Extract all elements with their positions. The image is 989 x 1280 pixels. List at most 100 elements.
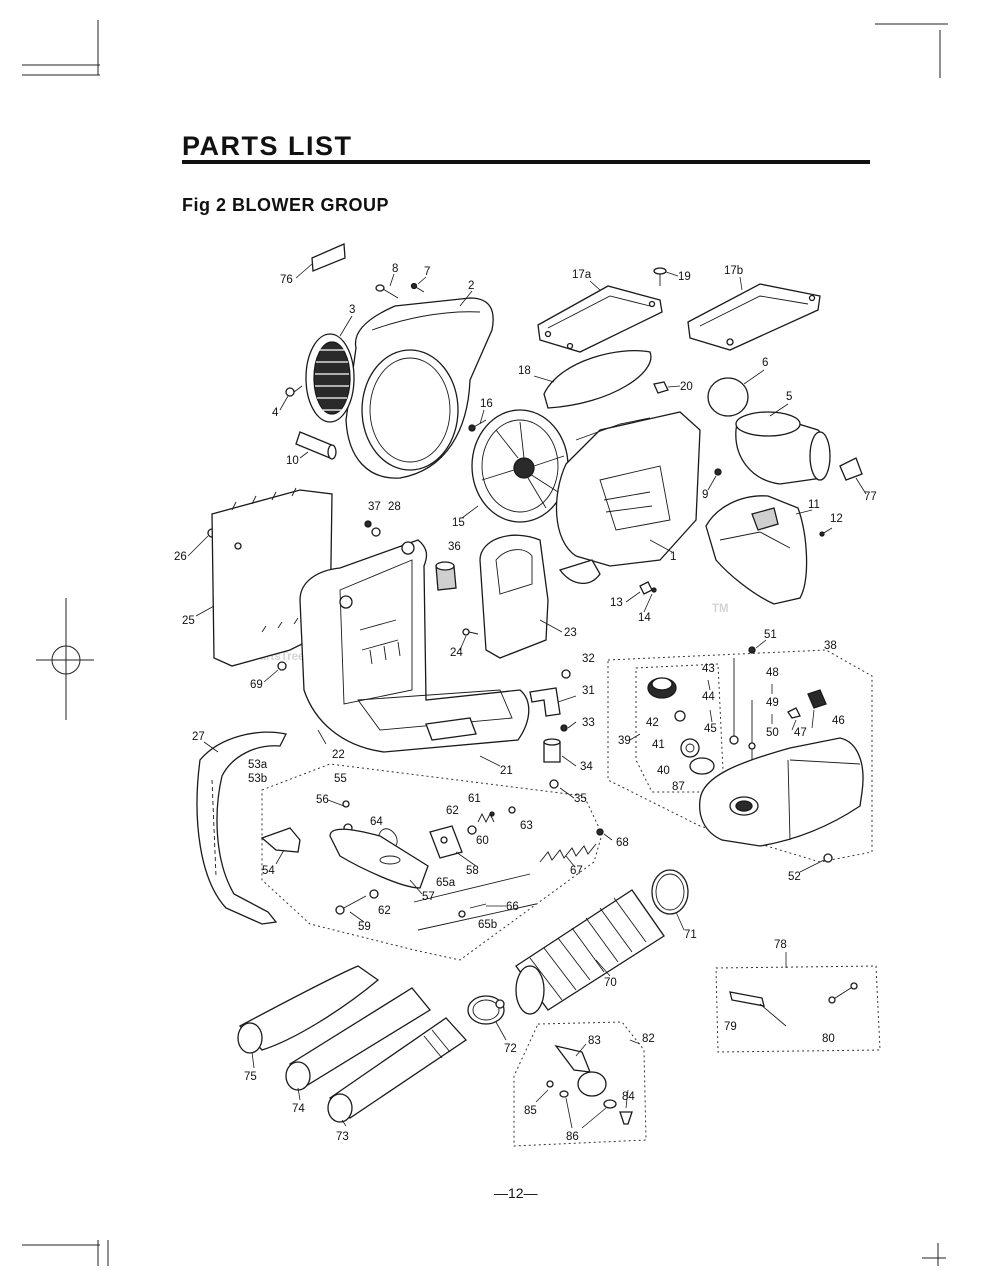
part-24-bolt — [462, 628, 479, 636]
callout-52: 52 — [788, 871, 801, 883]
callout-10: 10 — [286, 455, 299, 467]
callout-48: 48 — [766, 667, 779, 679]
figure-title: Fig 2 BLOWER GROUP — [182, 195, 389, 215]
part-68-nut — [596, 828, 604, 836]
part-83-clamp — [554, 1044, 607, 1097]
kit-39-outline — [635, 663, 725, 793]
part-51-screw — [748, 646, 756, 654]
part-66-adjuster — [469, 903, 487, 909]
part-57-handle — [329, 828, 429, 889]
callout-61: 61 — [468, 793, 481, 805]
watermark-tm: TM — [712, 603, 729, 615]
callout-4: 4 — [272, 407, 279, 419]
callout-labels: 76 8 7 2 3 4 10 17a 19 17b 18 20 6 5 16 … — [174, 263, 877, 1143]
callout-40: 40 — [657, 765, 670, 777]
part-40-seal — [680, 738, 700, 758]
callout-43: 43 — [702, 663, 715, 675]
callout-69: 69 — [250, 679, 263, 691]
crop-marks — [22, 20, 948, 1266]
callout-46: 46 — [832, 715, 845, 727]
callout-21: 21 — [500, 765, 513, 777]
callout-80: 80 — [822, 1033, 835, 1045]
callout-44: 44 — [702, 691, 715, 703]
kit-82-outline — [513, 1021, 647, 1147]
part-77-label — [839, 457, 863, 481]
part-62b-washer — [369, 889, 379, 899]
part-55-washer — [342, 800, 350, 808]
part-19-screw — [653, 267, 667, 286]
callout-20: 20 — [680, 381, 693, 393]
callout-6: 6 — [762, 357, 768, 369]
callout-50: 50 — [766, 727, 779, 739]
callout-78: 78 — [774, 939, 787, 951]
part-31-bracket — [529, 687, 561, 717]
kit-78-outline — [715, 965, 881, 1053]
leader-lines — [187, 263, 867, 1129]
callout-8: 8 — [392, 263, 398, 275]
part-79-spark-wrench — [729, 991, 787, 1027]
callout-39: 39 — [618, 735, 631, 747]
part-54-lever — [260, 827, 301, 853]
callout-2: 2 — [468, 280, 474, 292]
callout-67: 67 — [570, 865, 583, 877]
callout-7: 7 — [424, 266, 430, 278]
callout-77: 77 — [864, 491, 877, 503]
part-65-cables — [413, 873, 537, 931]
part-17b-cover — [687, 283, 821, 351]
part-46-grommet — [807, 689, 827, 709]
callout-17a: 17a — [572, 269, 592, 281]
title-rule — [182, 160, 870, 164]
callout-72: 72 — [504, 1043, 517, 1055]
part-15-impeller — [471, 409, 569, 523]
callout-23: 23 — [564, 627, 577, 639]
part-35-nut — [549, 779, 559, 789]
callout-15: 15 — [452, 517, 465, 529]
part-3-intake-grille — [305, 333, 355, 423]
callout-5: 5 — [786, 391, 792, 403]
callout-71: 71 — [684, 929, 697, 941]
callout-27: 27 — [192, 731, 205, 743]
part-16-screw — [468, 419, 487, 432]
part-9-screw — [714, 468, 722, 476]
part-69-bolt — [277, 661, 287, 671]
callout-66: 66 — [506, 901, 519, 913]
part-58-switch — [429, 825, 463, 859]
callout-84: 84 — [622, 1091, 635, 1103]
part-72-clamp — [467, 995, 505, 1025]
part-61-nut — [489, 811, 495, 817]
part-32-nut — [561, 669, 571, 679]
callout-14: 14 — [638, 612, 651, 624]
part-44-fuel-pipe — [729, 658, 739, 745]
callout-34: 34 — [580, 761, 593, 773]
callout-32: 32 — [582, 653, 595, 665]
callout-3: 3 — [349, 304, 355, 316]
callout-65a: 65a — [436, 877, 456, 889]
callout-36: 36 — [448, 541, 461, 553]
callout-16: 16 — [480, 398, 493, 410]
callout-82: 82 — [642, 1033, 655, 1045]
part-4-screw — [285, 385, 303, 397]
callout-18: 18 — [518, 365, 531, 377]
part-80-wrench — [828, 982, 858, 1004]
part-28-washer — [371, 527, 381, 537]
part-59-bolt — [335, 895, 367, 915]
callout-45: 45 — [704, 723, 717, 735]
part-76-label — [311, 243, 346, 272]
part-49-return-pipe — [748, 700, 756, 764]
leader-21 — [479, 755, 501, 767]
callout-51: 51 — [764, 629, 777, 641]
part-47-filter — [787, 707, 801, 719]
callout-62-b: 62 — [378, 905, 391, 917]
part-10-spacer — [295, 431, 337, 460]
page-title: PARTS LIST — [182, 131, 353, 161]
callout-42: 42 — [646, 717, 659, 729]
part-71-clamp — [651, 869, 689, 915]
part-75-curved-pipe — [237, 965, 380, 1054]
part-33-screw — [560, 724, 568, 732]
part-74-pipe — [285, 987, 431, 1091]
callout-31: 31 — [582, 685, 595, 697]
callout-13: 13 — [610, 597, 623, 609]
part-70-flex-hose — [515, 889, 665, 1015]
